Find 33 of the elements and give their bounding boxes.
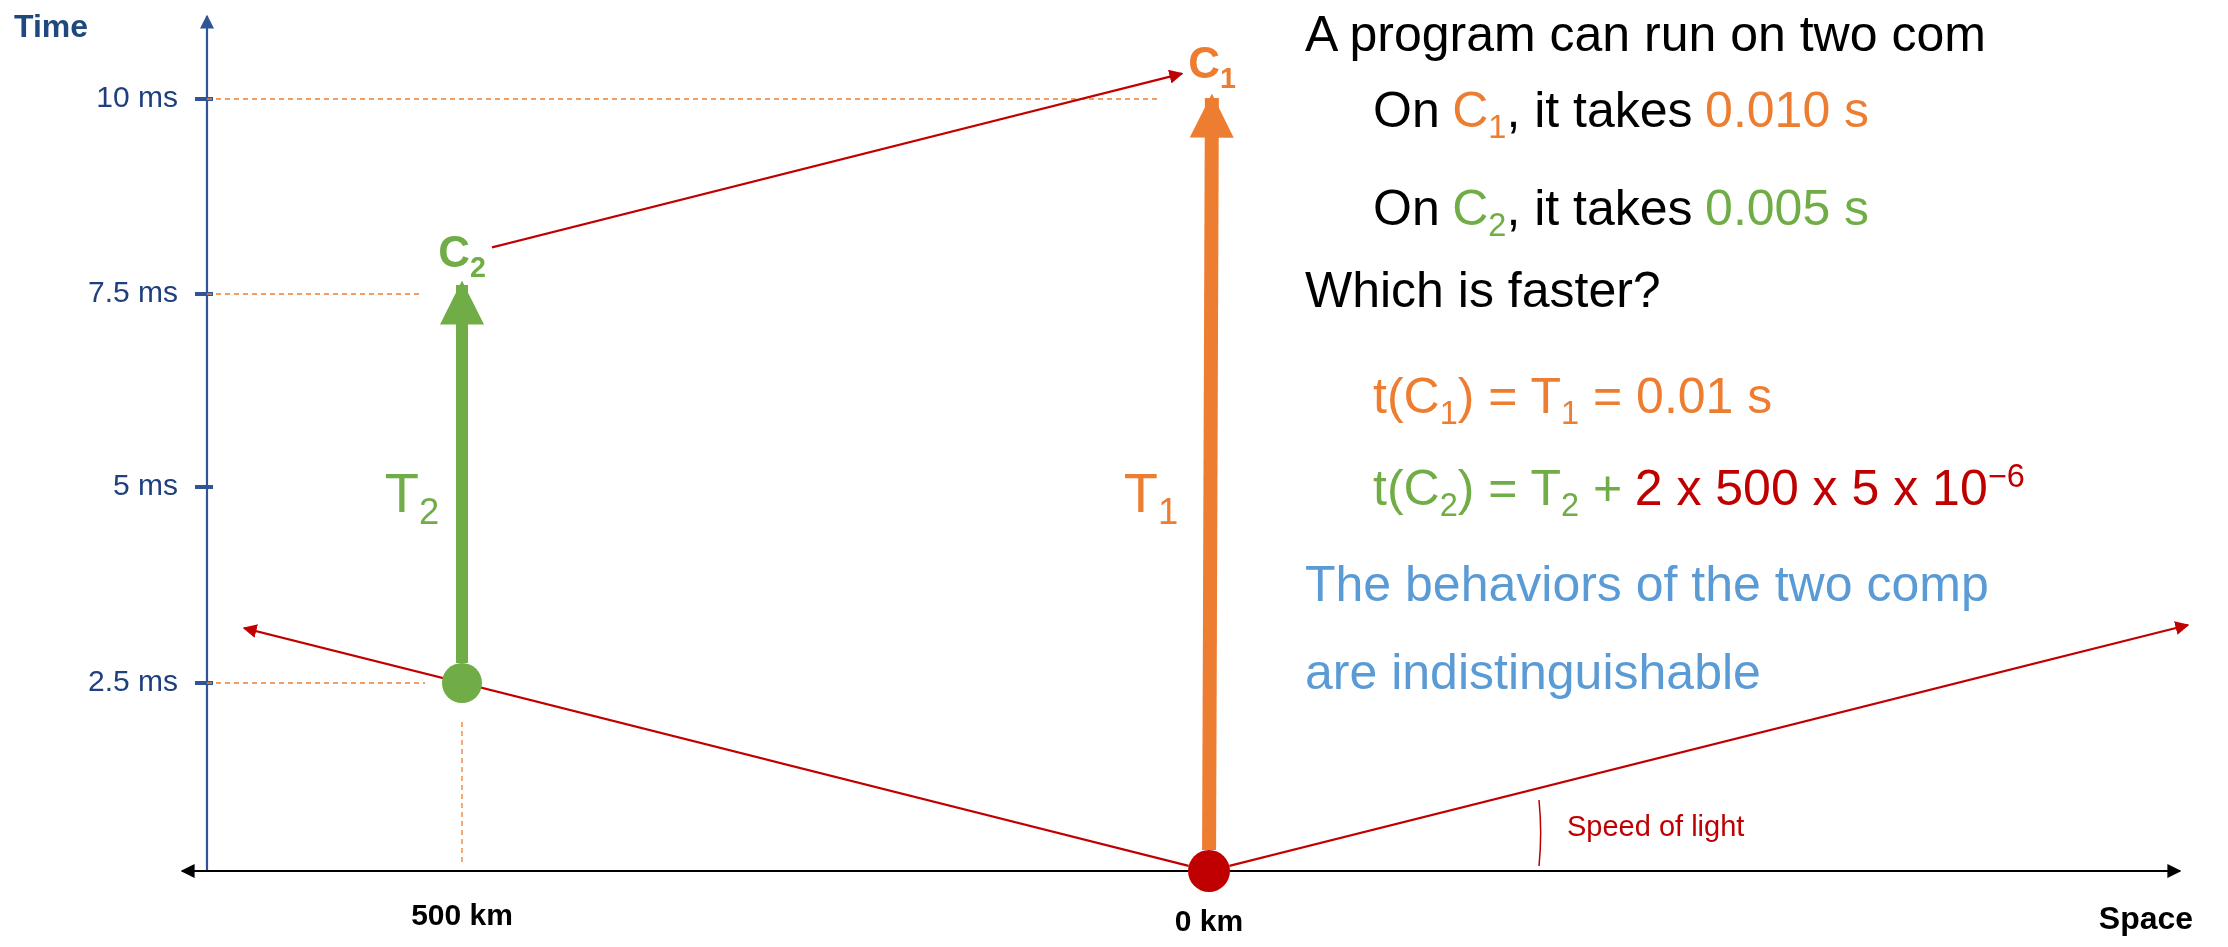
text: 0.010 s xyxy=(1705,82,1870,140)
event-dot xyxy=(442,663,482,703)
text: On xyxy=(1373,82,1440,140)
axis-label: 2.5 ms xyxy=(87,664,178,699)
text: The behaviors of the two comp xyxy=(1305,556,1989,614)
light-signal-arrow xyxy=(491,69,1184,249)
text: are indistinguishable xyxy=(1305,644,1761,702)
axis-label: Time xyxy=(14,8,89,45)
annotation: Speed of light xyxy=(1567,810,1745,844)
text: , it takes xyxy=(1506,82,1693,140)
axis-label: 5 ms xyxy=(113,468,178,503)
axis-label: 10 ms xyxy=(96,80,178,115)
light-signal-arrow xyxy=(1229,621,2190,867)
text: t(C$_{2}$) = T$_{2}$ + xyxy=(1373,459,1623,525)
text: , it takes xyxy=(1506,180,1693,238)
text: t(C$_{1}$) = T$_{1}$ = 0.01 s xyxy=(1373,368,1773,433)
light-signal-arrow xyxy=(242,624,1189,867)
duration-arrow xyxy=(440,280,484,663)
event-dot xyxy=(1188,850,1230,892)
axis-label: 0 km xyxy=(1174,904,1244,939)
text: 2 x 500 x 5 x 10$^{−6}$ xyxy=(1634,458,2025,518)
text: 0.005 s xyxy=(1705,180,1870,238)
text: C$_{2}$ xyxy=(1452,180,1507,245)
axis-label: 500 km xyxy=(411,898,513,933)
axis-label: 7.5 ms xyxy=(87,275,178,310)
axis-label: Space xyxy=(2098,900,2194,937)
text: Which is faster? xyxy=(1305,262,1661,320)
duration-arrow xyxy=(1189,93,1234,851)
text: C$_{1}$ xyxy=(1452,82,1507,147)
point-label: C$_{1}$ xyxy=(1182,34,1242,98)
text: A program can run on two com xyxy=(1305,6,1986,64)
text: On xyxy=(1373,180,1440,238)
point-label: C$_{2}$ xyxy=(432,225,492,285)
